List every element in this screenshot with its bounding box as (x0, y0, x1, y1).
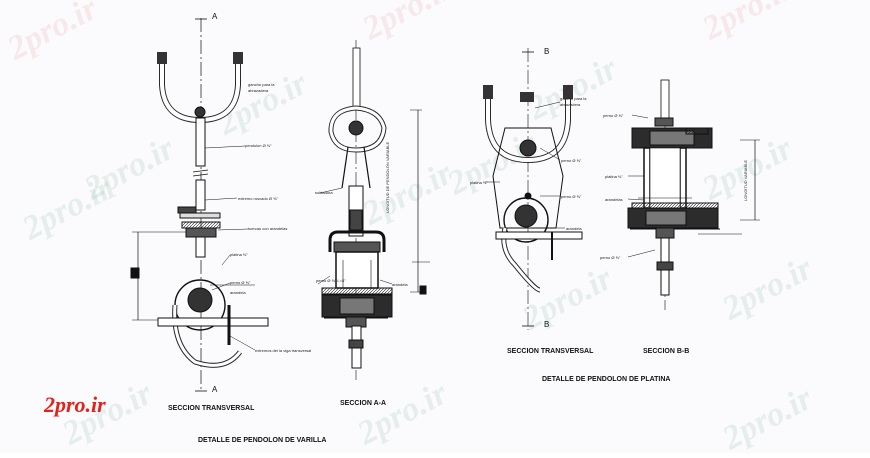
note-aa-2: perno Ø ⅝" L=5" (316, 278, 346, 283)
note-aa-1: soldadura (315, 190, 333, 195)
section-mark-a-top: A (212, 12, 218, 21)
note-left-2: abrazadera (248, 88, 269, 93)
left-section-aa (317, 40, 430, 380)
title-left-section: SECCION A-A (340, 400, 387, 407)
note-left-3: pendolon Ø ⅝" (245, 143, 272, 148)
section-mark-b-top: B (544, 47, 550, 56)
title-right-section: SECCION B-B (643, 348, 690, 355)
right-transversal-section (483, 48, 583, 330)
note-left-7: perno Ø ⅝" (230, 280, 251, 285)
note-bb-3: arandelas (605, 197, 623, 202)
title-right-transversal: SECCION TRANSVERSAL (507, 348, 594, 355)
note-right-1: gancho para la (560, 96, 587, 101)
note-left-6: platina ⅜" (230, 252, 248, 257)
note-right-3: perno Ø ⅝" (561, 158, 582, 163)
note-left-5: tuercas con arandelas (248, 226, 288, 231)
note-right-6: arandela (566, 226, 582, 231)
note-right-2: abrazadera (560, 102, 581, 107)
note-right-5: perno Ø ⅝" (561, 194, 582, 199)
note-left-4: extremo roscado Ø ⅝" (238, 196, 278, 201)
section-mark-b-bottom: B (544, 320, 550, 329)
note-left-8: arandela (230, 290, 246, 295)
title-left-detail: DETALLE DE PENDOLON DE VARILLA (198, 437, 327, 444)
note-left-9: extremos del la viga transversal (255, 348, 312, 353)
note-aa-3: arandela (392, 282, 408, 287)
note-bb-2: platina ⅜" (605, 174, 623, 179)
note-bb-1: perno Ø ⅝" (603, 113, 624, 118)
note-right-4: platina ⅜" (470, 180, 488, 185)
note-bb-4: perno Ø ⅝" (600, 255, 621, 260)
right-section-bb (627, 79, 760, 310)
title-right-detail: DETALLE DE PENDOLON DE PLATINA (542, 376, 671, 383)
note-bb-dim: LONGITUD VARIABLE (743, 159, 749, 202)
site-logo: 2pro.ir (44, 392, 106, 417)
title-left-transversal: SECCION TRANSVERSAL (168, 405, 255, 412)
section-mark-a-bottom: A (212, 385, 218, 394)
note-aa-dim: LONGITUD DE PENDOLON VARIABLE (385, 141, 391, 214)
note-left-1: gancho para la (248, 82, 275, 87)
left-transversal-section (130, 18, 269, 392)
